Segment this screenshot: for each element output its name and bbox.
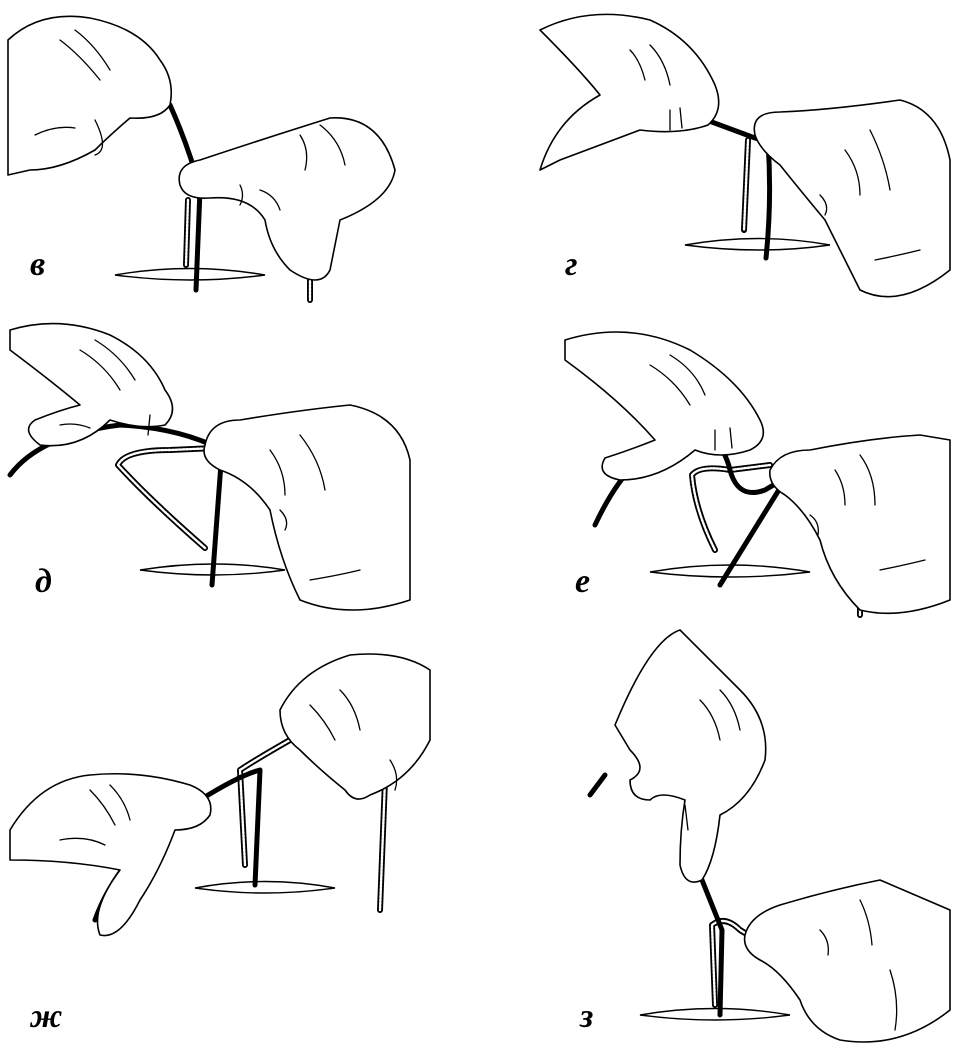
knot-step-e-illustration (480, 310, 950, 650)
white-thread-loop (118, 448, 215, 548)
skin-incision (115, 269, 265, 281)
panel-e: е (480, 310, 950, 650)
panel-label-zh: ж (30, 1000, 62, 1034)
panel-label-v: в (30, 248, 45, 282)
panel-z: з (480, 630, 950, 970)
panel-label-g: г (565, 248, 578, 282)
panel-zh: ж (0, 630, 470, 970)
knot-step-zh-illustration (0, 630, 470, 970)
skin-incision (640, 1009, 790, 1021)
panel-label-e: е (575, 565, 590, 599)
left-hand (10, 774, 211, 936)
panel-v: в (0, 0, 470, 340)
skin-incision (195, 882, 335, 894)
panel-d: д (0, 310, 470, 650)
knot-step-z-illustration (480, 630, 950, 970)
panel-label-z: з (580, 1000, 593, 1034)
knot-step-d-illustration (0, 310, 470, 650)
right-hand (754, 100, 950, 297)
panel-label-d: д (35, 565, 52, 599)
panel-g: г (480, 0, 950, 340)
right-hand (770, 435, 950, 613)
right-hand (179, 118, 395, 280)
left-hand (565, 332, 763, 480)
lower-hand (745, 880, 950, 1042)
upper-hand (615, 630, 766, 882)
knot-step-g-illustration (480, 0, 950, 340)
right-hand (204, 405, 410, 610)
left-hand (8, 16, 171, 175)
knot-step-v-illustration (0, 0, 470, 340)
skin-incision (685, 239, 830, 251)
left-hand (540, 14, 719, 170)
right-hand (280, 654, 430, 799)
white-thread (240, 740, 290, 865)
